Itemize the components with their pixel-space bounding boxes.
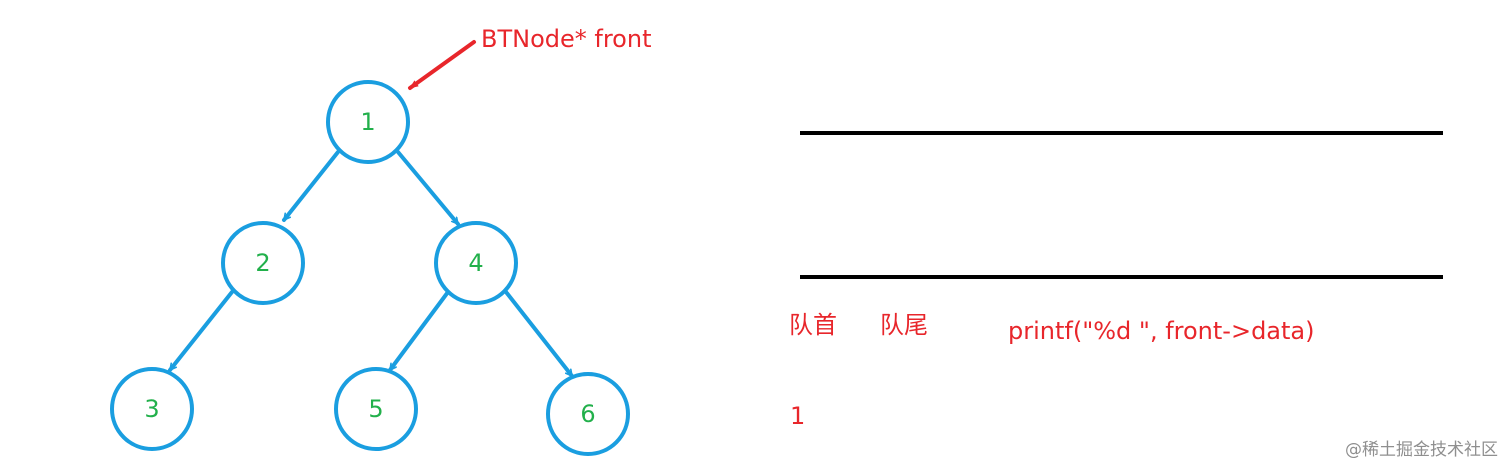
tree-node-label: 4: [468, 249, 483, 277]
front-pointer-arrow: [408, 40, 476, 90]
edge-4-6: [504, 290, 574, 378]
queue-tail-label: 队尾: [880, 311, 928, 339]
output-value: 1: [790, 402, 806, 430]
tree-node-label: 2: [255, 249, 270, 277]
tree-node-1: 1: [326, 80, 410, 164]
tree-node-label: 6: [580, 400, 595, 428]
watermark: @稀土掘金技术社区: [1345, 440, 1498, 460]
tree-node-6: 6: [546, 372, 630, 456]
tree-node-label: 5: [368, 395, 383, 423]
tree-node-4: 4: [434, 221, 518, 305]
edge-1-4: [396, 150, 460, 226]
edge-4-5: [388, 290, 450, 372]
tree-node-label: 1: [360, 108, 375, 136]
tree-node-3: 3: [110, 367, 194, 451]
tree-node-2: 2: [221, 221, 305, 305]
queue-head-label: 队首: [789, 311, 837, 339]
tree-node-5: 5: [334, 367, 418, 451]
tree-node-label: 3: [144, 395, 159, 423]
edge-1-2: [282, 150, 340, 222]
edge-2-3: [168, 290, 234, 372]
printf-code: printf("%d ", front->data): [1008, 317, 1315, 345]
front-pointer-label: BTNode* front: [481, 25, 651, 53]
